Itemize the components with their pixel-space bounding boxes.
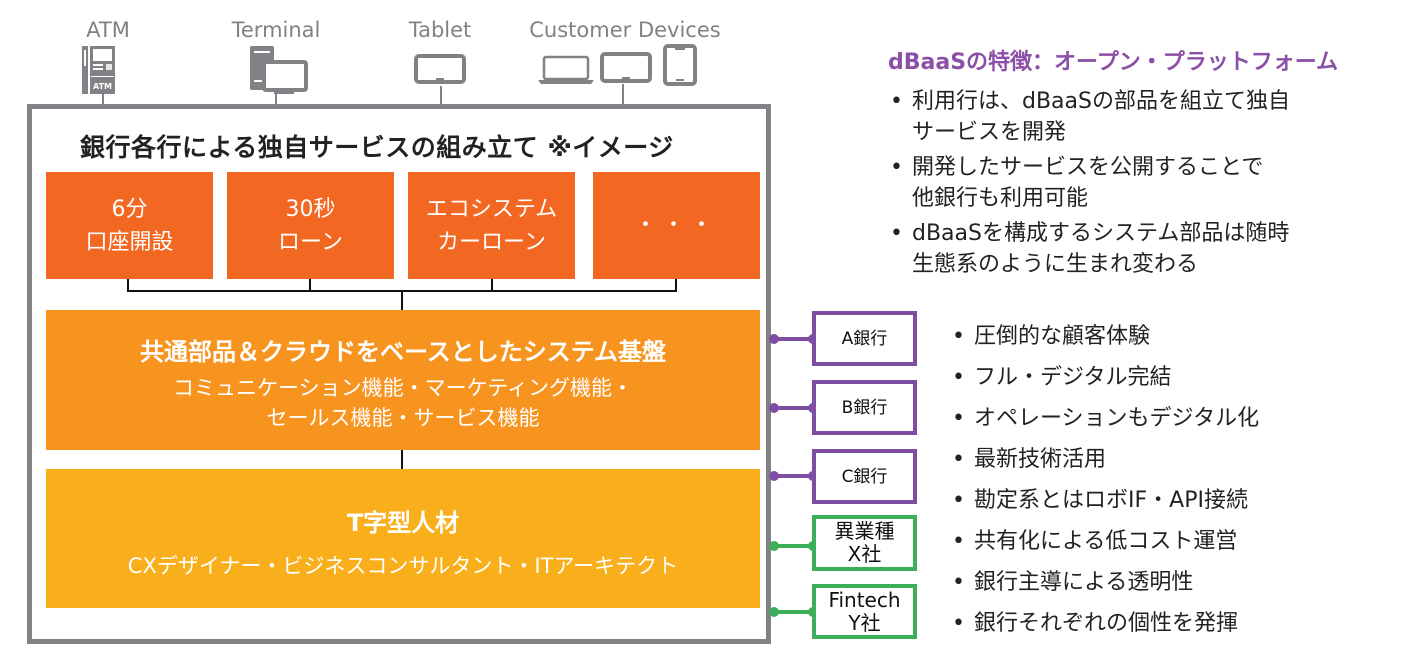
partner-label-sub: Y社 <box>848 610 881 635</box>
service-box-more: ・・・ <box>593 172 760 279</box>
features-title: dBaaSの特徴：オープン・プラットフォーム <box>888 50 1339 75</box>
connector-line <box>675 279 677 291</box>
connector-dot <box>769 471 779 481</box>
partner-label: A銀行 <box>841 328 888 349</box>
merit-item: 銀行それぞれの個性を発揮 <box>950 603 1259 644</box>
service-box-account-opening: 6分 口座開設 <box>46 172 213 279</box>
feature-line2: 他銀行も利用可能 <box>912 186 1089 211</box>
feature-item: 利用行は、dBaaSの部品を組立て独自 サービスを開発 <box>888 86 1408 148</box>
device-label-customer-devices: Customer Devices <box>529 18 721 42</box>
device-label-tablet: Tablet <box>408 18 472 42</box>
connector-line <box>309 279 311 291</box>
connector-dot <box>769 541 779 551</box>
service-line1: 30秒 <box>285 196 336 222</box>
partner-bank-c: C銀行 <box>812 449 917 504</box>
platform-title: 共通部品＆クラウドをベースとしたシステム基盤 <box>139 338 667 366</box>
service-line1: 6分 <box>111 196 148 222</box>
merits-list: 圧倒的な顧客体験 フル・デジタル完結 オペレーションもデジタル化 最新技術活用 … <box>950 316 1259 644</box>
merit-item: 共有化による低コスト運営 <box>950 521 1259 562</box>
partner-label: B銀行 <box>841 397 888 418</box>
partner-connector <box>774 406 814 410</box>
partner-label: 異業種 <box>834 519 895 543</box>
service-ellipsis: ・・・ <box>634 213 719 238</box>
feature-line1: dBaaSを構成するシステム部品は随時 <box>912 221 1290 246</box>
feature-item: dBaaSを構成するシステム部品は随時 生態系のように生まれ変わる <box>888 218 1408 280</box>
atm-icon: ATM <box>82 46 115 94</box>
system-platform-box: 共通部品＆クラウドをベースとしたシステム基盤 コミュニケーション機能・マーケティ… <box>46 310 760 450</box>
partner-bank-b: B銀行 <box>812 380 917 435</box>
partner-label: C銀行 <box>841 466 888 487</box>
service-box-car-loan: エコシステム カーローン <box>408 172 575 279</box>
features-list: 利用行は、dBaaSの部品を組立て独自 サービスを開発 開発したサービスを公開す… <box>888 86 1408 284</box>
service-box-loan: 30秒 ローン <box>227 172 394 279</box>
desktop-terminal-icon <box>250 46 308 94</box>
feature-item: 開発したサービスを公開することで 他銀行も利用可能 <box>888 152 1408 214</box>
partner-fintech-y: Fintech Y社 <box>812 584 917 639</box>
connector-line <box>401 290 403 310</box>
connector-line <box>491 279 493 291</box>
partner-other-industry-x: 異業種 X社 <box>812 515 917 571</box>
platform-line1: コミュニケーション機能・マーケティング機能・ <box>173 376 633 400</box>
connector-dot <box>769 334 779 344</box>
customer-devices-connector <box>622 84 624 106</box>
connector-line <box>127 279 129 291</box>
merit-item: 銀行主導による透明性 <box>950 562 1259 603</box>
connector-dot <box>769 403 779 413</box>
partner-label-sub: X社 <box>847 542 882 566</box>
t-shaped-talent-box: T字型人材 CXデザイナー・ビジネスコンサルタント・ITアーキテクト <box>46 469 760 608</box>
merit-item: オペレーションもデジタル化 <box>950 398 1259 439</box>
atm-icon-text: ATM <box>93 82 112 91</box>
service-line1: エコシステム <box>425 196 558 222</box>
frame-title: 銀行各行による独自サービスの組み立て ※イメージ <box>80 133 674 162</box>
feature-line2: 生態系のように生まれ変わる <box>912 252 1199 277</box>
tablet-icon <box>414 54 466 84</box>
merit-item: フル・デジタル完結 <box>950 357 1259 398</box>
connector-dot <box>769 607 779 617</box>
partner-connector <box>774 337 814 341</box>
laptop-tablet-smartphone-icon <box>538 44 697 86</box>
connector-line <box>401 450 403 469</box>
feature-line1: 利用行は、dBaaSの部品を組立て独自 <box>912 89 1290 114</box>
device-label-terminal: Terminal <box>231 18 321 42</box>
partner-connector <box>774 544 814 548</box>
feature-line1: 開発したサービスを公開することで <box>912 155 1264 180</box>
terminal-connector <box>275 92 277 106</box>
merit-item: 圧倒的な顧客体験 <box>950 316 1259 357</box>
merit-item: 最新技術活用 <box>950 439 1259 480</box>
partner-label: Fintech <box>828 587 901 612</box>
partner-connector <box>774 474 814 478</box>
partner-connector <box>774 610 814 614</box>
talent-title: T字型人材 <box>346 509 460 537</box>
atm-connector <box>102 94 104 106</box>
device-label-atm: ATM <box>86 18 130 42</box>
talent-line1: CXデザイナー・ビジネスコンサルタント・ITアーキテクト <box>127 554 679 578</box>
platform-line2: セールス機能・サービス機能 <box>266 406 540 430</box>
feature-line2: サービスを開発 <box>912 120 1067 145</box>
service-line2: カーローン <box>437 229 546 255</box>
service-line2: 口座開設 <box>85 229 174 255</box>
merit-item: 勘定系とはロボIF・API接続 <box>950 480 1259 521</box>
tablet-connector <box>440 86 442 106</box>
service-line2: ローン <box>278 229 343 255</box>
partner-bank-a: A銀行 <box>812 311 917 366</box>
